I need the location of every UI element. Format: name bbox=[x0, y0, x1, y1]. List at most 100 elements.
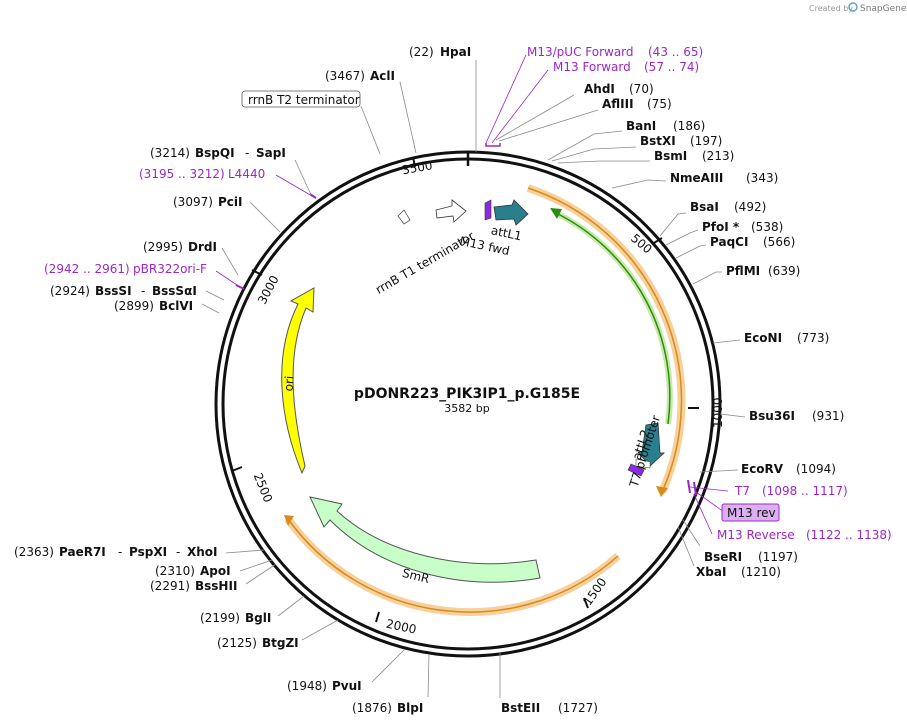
enzyme-name-apoi: ApoI bbox=[200, 564, 231, 578]
enzyme-pos-bsu36i: (931) bbox=[812, 409, 844, 423]
leader-bseri bbox=[682, 519, 701, 547]
enzyme-pos-ecorv: (1094) bbox=[796, 462, 836, 476]
leader-aflii bbox=[498, 109, 599, 142]
enzyme-pos-bspqi: (3214) bbox=[150, 146, 190, 160]
orange-feature-arcs bbox=[284, 184, 686, 617]
enzyme-pos-blpi: (1876) bbox=[352, 701, 392, 715]
leader-bsshii bbox=[245, 563, 277, 585]
primer-name-t7: T7 bbox=[734, 484, 750, 498]
leader-rrnb-t2 bbox=[360, 105, 381, 155]
attl2-feature-arrow bbox=[637, 422, 666, 467]
tick-mark-2500 bbox=[231, 466, 243, 472]
snapgene-logo-icon bbox=[848, 2, 858, 12]
enzyme-name-ecorv: EcoRV bbox=[741, 462, 784, 476]
leader-acli bbox=[399, 81, 417, 154]
leader-econi bbox=[712, 339, 741, 344]
enzyme-name-xhoi: XhoI bbox=[187, 545, 218, 559]
enzyme-name-pvui: PvuI bbox=[332, 679, 362, 693]
enzyme-name-pfoi: PfoI * bbox=[702, 220, 740, 234]
tick-label-3500: 3500 bbox=[401, 158, 434, 177]
smr-label: SmR bbox=[401, 566, 431, 586]
enzyme-pos-bsteii: (1727) bbox=[558, 701, 598, 715]
tick-label-1000: 1000 bbox=[711, 397, 725, 428]
enzyme-pos-bsai: (492) bbox=[734, 200, 766, 214]
primer-range-l4440: (3195 .. 3212) bbox=[139, 167, 225, 181]
rrnb-t2-label-box bbox=[241, 90, 361, 108]
leader-m13-forward bbox=[491, 69, 549, 144]
snapgene-watermark: Created by SnapGene bbox=[809, 2, 907, 14]
enzyme-pos-apoi: (2310) bbox=[155, 564, 195, 578]
orange-arc-bottom bbox=[287, 518, 619, 613]
leader-paqci bbox=[675, 244, 707, 259]
tick-mark-1500 bbox=[583, 597, 589, 609]
enzyme-name-paqci: PaqCI bbox=[710, 235, 748, 249]
ori-label: ori bbox=[281, 375, 296, 392]
primer-name-l4440: L4440 bbox=[228, 167, 265, 181]
enzyme-pos-pvui: (1948) bbox=[287, 679, 327, 693]
attl1-feature-arrow bbox=[493, 199, 529, 226]
t7-primer-marker bbox=[687, 479, 691, 494]
enzyme-pos-bsmi: (213) bbox=[702, 149, 734, 163]
m13-reverse-marker bbox=[693, 481, 697, 496]
enzyme-pos-bsshii: (2291) bbox=[150, 579, 190, 593]
tick-label-2500: 2500 bbox=[251, 471, 275, 505]
enzyme-name-bsssai: BssSαI bbox=[152, 284, 197, 298]
enzyme-name-acli: AclI bbox=[370, 69, 395, 83]
tick-mark-2000 bbox=[375, 611, 380, 623]
enzyme-pos-ahdi: (70) bbox=[629, 82, 654, 96]
primer-leader-lines bbox=[215, 54, 729, 535]
enzyme-pos-bclvi: (2899) bbox=[114, 299, 154, 313]
enzyme-name-bsteii: BstEII bbox=[501, 701, 540, 715]
enzyme-pos-hpai: (22) bbox=[409, 45, 434, 59]
enzyme-pos-nmeaiii: (343) bbox=[746, 171, 778, 185]
primer-range-m13-forward: (57 .. 74) bbox=[644, 60, 699, 74]
orange-arc-right bbox=[527, 187, 683, 493]
enzyme-pos-paqci: (566) bbox=[763, 235, 795, 249]
enzyme-name-aflii: AflIII bbox=[602, 97, 634, 111]
enzyme-name-bgli: BglI bbox=[245, 611, 271, 625]
enzyme-name-blpi: BlpI bbox=[397, 701, 423, 715]
primer-name-m13-forward: M13 Forward bbox=[553, 60, 631, 74]
enzyme-pos-pfoi: (538) bbox=[751, 220, 783, 234]
leader-bsmi bbox=[557, 160, 650, 164]
tick-mark-500 bbox=[653, 237, 663, 244]
plasmid-length: 3582 bp bbox=[444, 402, 489, 415]
watermark-brand: SnapGene bbox=[860, 4, 907, 14]
primer-range-m13-puc-forward: (43 .. 65) bbox=[648, 45, 703, 59]
leader-xbai bbox=[677, 526, 695, 567]
enzyme-name-bani: BanI bbox=[626, 119, 656, 133]
enzyme-name-paer7i: PaeR7I bbox=[59, 545, 106, 559]
rrnb-t1-feature-arrow bbox=[435, 199, 467, 223]
enzyme-name-bspqi: BspQI bbox=[195, 146, 235, 160]
enzyme-pos-bsssi: (2924) bbox=[50, 284, 90, 298]
primer-labels: M13/pUC Forward (43 .. 65) M13 Forward (… bbox=[44, 45, 892, 542]
enzyme-pos-drdi: (2995) bbox=[143, 240, 183, 254]
orange-arc-bottom-arrowhead bbox=[284, 515, 294, 526]
m13-fwd-feature bbox=[484, 199, 492, 221]
leader-bclvi bbox=[201, 303, 220, 314]
enzyme-name-bstxi: BstXI bbox=[640, 134, 676, 148]
leader-l4440 bbox=[275, 174, 313, 197]
enzyme-pos-bseri: (1197) bbox=[758, 550, 798, 564]
m13-puc-forward-marker bbox=[485, 143, 501, 147]
enzyme-sep-bsssai: - bbox=[141, 284, 145, 298]
smr-feature-arrow bbox=[309, 496, 541, 583]
enzyme-name-hpai: HpaI bbox=[440, 45, 471, 59]
enzyme-name-pspxi: PspXI bbox=[129, 545, 167, 559]
t7-promoter-feature bbox=[627, 463, 645, 477]
enzyme-pos-pflmi: (639) bbox=[768, 264, 800, 278]
green-arc bbox=[555, 212, 671, 425]
leader-drdi bbox=[221, 247, 239, 276]
primer-range-m13-reverse: (1122 .. 1138) bbox=[806, 528, 892, 542]
enzyme-name-bsmi: BsmI bbox=[654, 149, 687, 163]
leader-pcii bbox=[249, 201, 281, 233]
enzyme-pos-pcii: (3097) bbox=[173, 195, 213, 209]
enzyme-sep-sapi: - bbox=[245, 146, 249, 160]
position-ticks: 500 1000 1500 2000 2500 3000 3500 bbox=[231, 156, 725, 637]
enzyme-pos-aflii: (75) bbox=[647, 97, 672, 111]
leader-apoi bbox=[239, 559, 273, 572]
leader-bsai bbox=[659, 212, 687, 237]
enzyme-name-bclvi: BclVI bbox=[159, 299, 193, 313]
attl1-label: attL1 bbox=[490, 223, 523, 243]
leader-blpi bbox=[427, 653, 430, 698]
